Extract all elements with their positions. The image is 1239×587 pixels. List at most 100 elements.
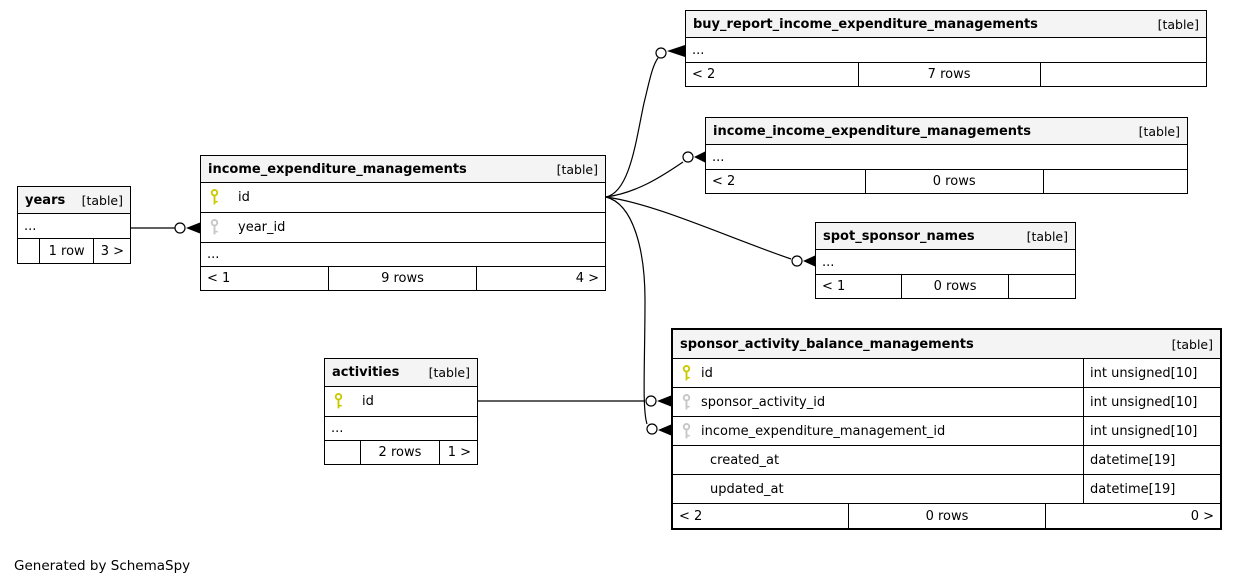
footer-rowcount: 9 rows [328,267,475,290]
column-name: id [362,394,374,409]
footer-rowcount: 0 rows [864,170,1043,193]
table-header[interactable]: activities [table] [325,359,477,387]
table-income-income-expenditure-managements: income_income_expenditure_managements [t… [705,117,1188,194]
primary-key-icon [210,189,219,205]
table-tag: [table] [1026,228,1068,244]
edge-endpoint-circle [655,47,667,59]
table-activities: activities [table] id ... 2 rows 1 > [324,358,478,465]
column-row: id [325,387,477,417]
footer-children [1007,275,1075,298]
table-tag: [table] [428,365,470,380]
column-type: int unsigned[10] [1083,359,1214,387]
footer-parents [18,239,39,263]
footer-rowcount: 0 rows [901,275,1007,298]
more-columns-row: ... [201,243,605,267]
table-title[interactable]: income_expenditure_managements [208,161,467,177]
table-years-header[interactable]: years [table] [18,187,130,214]
footer-children: 1 > [438,441,477,464]
column-row: income_expenditure_management_id int uns… [673,417,1220,446]
column-type: datetime[19] [1083,446,1214,474]
ellipsis-text: ... [692,42,705,58]
table-footer: < 2 0 rows 0 > [673,504,1220,528]
table-title[interactable]: sponsor_activity_balance_managements [680,336,974,352]
table-sponsor-activity-balance-managements: sponsor_activity_balance_managements [ta… [671,328,1222,530]
footer-children [1039,63,1206,86]
column-name: id [238,190,250,205]
column-row: id [201,183,605,213]
column-row: year_id [201,213,605,243]
edge-endpoint-circle [791,255,803,267]
table-header[interactable]: spot_sponsor_names [table] [816,223,1075,250]
column-name: id [701,365,713,381]
column-row: id int unsigned[10] [673,359,1220,388]
table-title[interactable]: years [25,192,66,208]
crow-foot-arrow [186,222,200,234]
primary-key-icon [334,393,343,409]
foreign-key-icon [682,393,691,410]
table-title[interactable]: buy_report_income_expenditure_management… [693,16,1038,32]
footer-children: 3 > [93,239,130,263]
crow-foot-arrow [667,45,685,57]
footer-rowcount: 2 rows [359,441,439,464]
column-type: int unsigned[10] [1083,417,1214,445]
ellipsis-text: ... [712,149,725,165]
ellipsis-text: ... [24,218,37,234]
column-name: updated_at [710,481,784,497]
more-columns-row: ... [18,214,130,239]
more-columns-row: ... [706,145,1187,170]
ellipsis-text: ... [822,254,835,270]
edge-endpoint-circle [645,395,657,407]
table-footer: < 2 7 rows [686,63,1206,86]
column-row: updated_at datetime[19] [673,475,1220,504]
table-header[interactable]: sponsor_activity_balance_managements [ta… [673,330,1220,359]
edge-iem-to-sabm [605,196,648,425]
table-footer: < 2 0 rows [706,170,1187,193]
column-name: income_expenditure_management_id [701,423,946,439]
footer-parents: < 2 [679,508,703,524]
column-name: year_id [238,220,286,235]
footer-parents: < 1 [822,279,846,294]
table-title[interactable]: spot_sponsor_names [823,228,975,244]
foreign-key-icon [210,219,219,235]
column-name: sponsor_activity_id [701,394,826,410]
table-header[interactable]: income_income_expenditure_managements [t… [706,118,1187,145]
table-tag: [table] [556,161,598,177]
column-name: created_at [710,452,780,468]
table-footer: 1 row 3 > [18,239,130,263]
footer-parents [325,441,360,464]
edge-endpoint-circle [174,222,186,234]
table-income-expenditure-managements: income_expenditure_managements [table] i… [200,155,606,291]
crow-foot-arrow [694,151,705,163]
edge-iem-to-buy-report [605,57,659,198]
table-title[interactable]: activities [332,365,400,380]
more-columns-row: ... [816,250,1075,275]
edge-iem-to-income-income [605,161,684,198]
edge-endpoint-circle [646,423,658,435]
table-title[interactable]: income_income_expenditure_managements [713,123,1031,139]
column-type: datetime[19] [1083,475,1214,503]
edge-iem-to-spot-sponsor [605,196,792,260]
footer-children: 4 > [475,267,605,290]
footer-rowcount: 0 rows [848,504,1045,528]
table-footer: < 1 0 rows [816,275,1075,298]
ellipsis-text: ... [331,421,344,436]
crow-foot-arrow [658,424,671,436]
more-columns-row: ... [325,417,477,441]
table-header[interactable]: income_expenditure_managements [table] [201,156,605,183]
table-footer: < 1 9 rows 4 > [201,267,605,290]
crow-foot-arrow [657,395,671,407]
table-tag: [table] [1171,336,1213,352]
table-spot-sponsor-names: spot_sponsor_names [table] ... < 1 0 row… [815,222,1076,299]
foreign-key-icon [682,422,691,439]
footer-children: 0 > [1044,504,1220,528]
more-columns-row: ... [686,38,1206,63]
edge-endpoint-circle [682,151,694,163]
primary-key-icon [682,364,691,381]
ellipsis-text: ... [207,247,220,262]
table-tag: [table] [81,192,123,208]
table-header[interactable]: buy_report_income_expenditure_management… [686,11,1206,38]
table-footer: 2 rows 1 > [325,441,477,464]
column-row: sponsor_activity_id int unsigned[10] [673,388,1220,417]
generated-by-note: Generated by SchemaSpy [14,558,191,574]
table-tag: [table] [1138,123,1180,139]
